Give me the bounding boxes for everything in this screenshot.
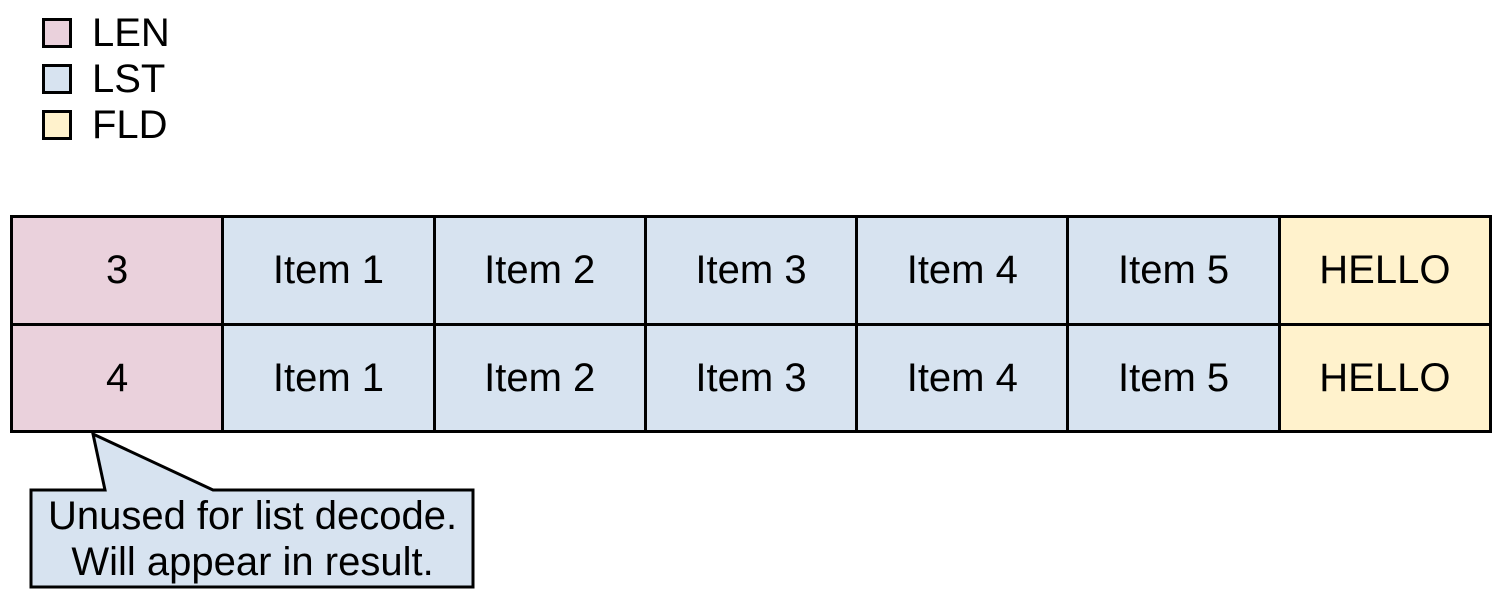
byte-layout-table: 3 Item 1 Item 2 Item 3 Item 4 Item 5 HEL… [10,215,1492,433]
legend: LEN LST FLD [42,13,170,156]
callout-bubble-shape [29,431,475,589]
len-cell-row1: 3 [13,218,222,323]
callout-note: Unused for list decode. Will appear in r… [31,490,474,587]
list-item-cell: Item 3 [646,218,856,323]
legend-item-fld: FLD [42,105,170,145]
legend-label-fld: FLD [92,103,168,147]
list-item-cell: Item 5 [1069,218,1278,323]
list-item-cell: Item 4 [858,325,1067,430]
len-color-swatch [42,18,72,48]
list-item-cell: Item 2 [435,325,644,430]
field-cell-row2: HELLO [1280,325,1489,430]
lst-color-swatch [42,64,72,94]
legend-item-lst: LST [42,59,170,99]
callout-outline [29,431,475,589]
list-item-cell: Item 1 [224,218,433,323]
len-cell-row2: 4 [13,325,222,430]
legend-label-len: LEN [92,11,170,55]
legend-label-lst: LST [92,57,166,101]
list-item-cell: Item 4 [858,218,1067,323]
field-cell-row1: HELLO [1280,218,1489,323]
list-item-cell: Item 2 [435,218,644,323]
callout-note-line1: Unused for list decode. [47,493,458,538]
list-item-cell: Item 1 [224,325,433,430]
legend-item-len: LEN [42,13,170,53]
callout-note-line2: Will appear in result. [71,539,434,584]
list-item-cell: Item 5 [1069,325,1278,430]
list-item-cell: Item 3 [646,325,856,430]
fld-color-swatch [42,110,72,140]
